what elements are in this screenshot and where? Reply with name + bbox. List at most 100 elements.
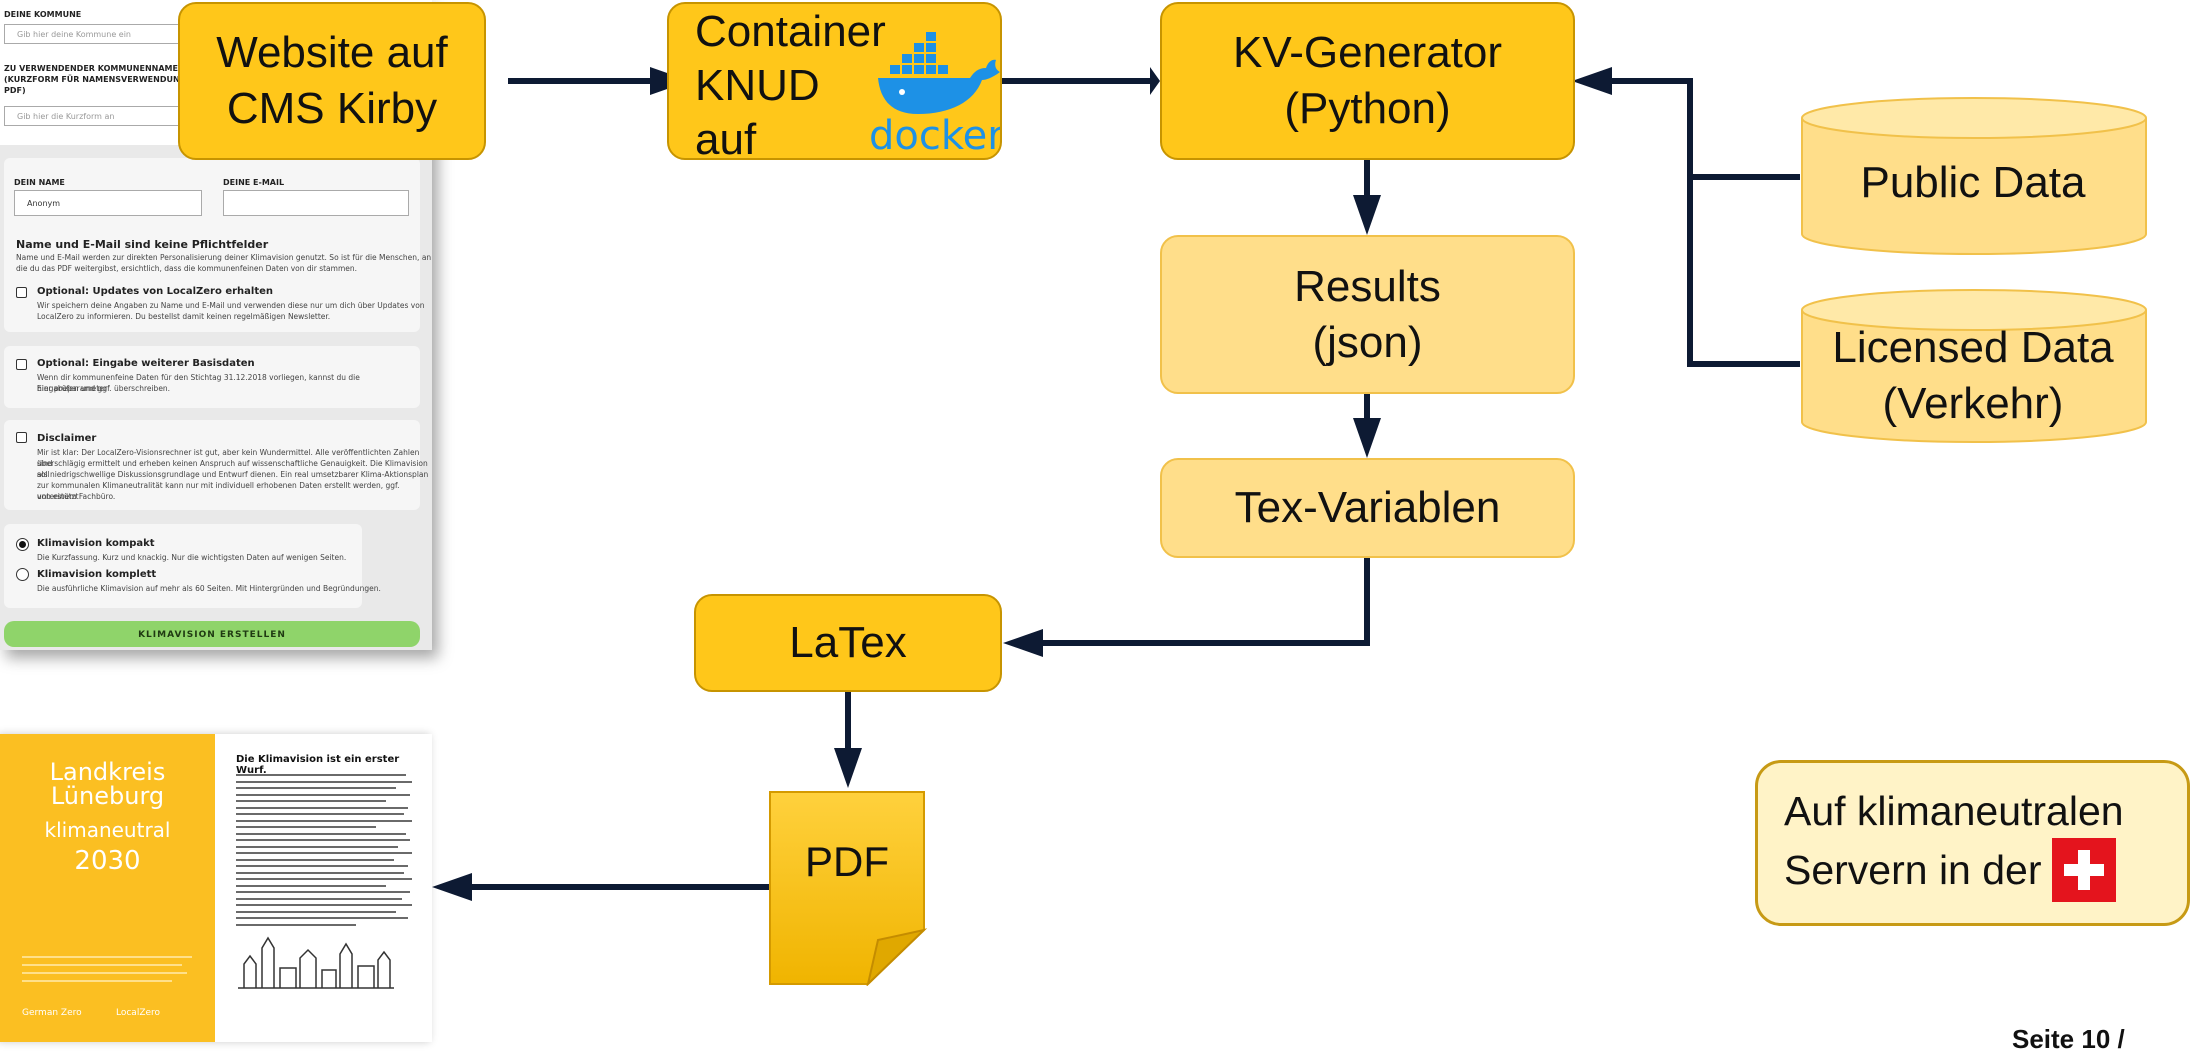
updates-text-1: Wir speichern deine Angaben zu Name und …	[37, 301, 425, 310]
results-line2: (json)	[1312, 317, 1423, 367]
arrowhead-brochure	[432, 873, 472, 901]
kv-line1: KV-Generator	[1232, 28, 1503, 77]
licensed-line2: (Verkehr)	[1882, 379, 2064, 428]
name-label: DEIN NAME	[14, 178, 65, 187]
latex-label: LaTex	[789, 618, 907, 667]
note-line1: Auf klimaneutralen	[1784, 788, 2124, 834]
website-line1: Website auf	[216, 28, 448, 77]
basis-text-2: hier prüfen und ggf. überschreiben.	[37, 384, 171, 393]
results-line1: Results	[1294, 261, 1441, 311]
swiss-server-note: Auf klimaneutralen Servern in der	[1755, 760, 2190, 926]
variant-card	[4, 524, 362, 608]
page-number: Seite 10 /	[2012, 1024, 2125, 1054]
website-line2: CMS Kirby	[226, 84, 438, 133]
public-data-cylinder	[1801, 97, 2147, 255]
brochure-heading: Die Klimavision ist ein erster Wurf.	[236, 754, 400, 776]
disclaimer-text-1: Mir ist klar: Der LocalZero-Visionsrechn…	[37, 448, 420, 468]
kommune-label: DEINE KOMMUNE	[4, 10, 82, 19]
arrowhead-kv-data	[1572, 67, 1612, 95]
localzero-logo: LocalZero	[116, 1008, 161, 1018]
container-line1: Container	[695, 7, 886, 56]
name-input[interactable]: Anonym	[14, 190, 202, 216]
cover-text-line	[22, 972, 187, 974]
brochure-text-line	[236, 878, 412, 880]
brochure-text-line	[236, 813, 404, 815]
brochure-cover: Landkreis Lüneburg klimaneutral 2030 Ger…	[0, 734, 215, 1042]
arrow-public-kv	[1600, 78, 1800, 180]
brochure-text-line	[236, 871, 404, 874]
kv-generator-node: KV-Generator (Python)	[1160, 2, 1575, 160]
brochure-text-line	[236, 819, 412, 822]
brochure-text-line	[236, 806, 408, 809]
brochure-text-line	[236, 852, 412, 854]
email-input[interactable]	[223, 190, 409, 216]
brochure-text-line	[236, 826, 376, 828]
tex-label: Tex-Variablen	[1234, 483, 1501, 532]
brochure-text-line	[236, 917, 408, 919]
brochure-text-line	[236, 858, 394, 861]
container-line3: auf	[695, 115, 757, 160]
pdf-document-icon	[769, 791, 928, 986]
arrowhead-tex	[1353, 418, 1381, 458]
brochure-preview: Landkreis Lüneburg klimaneutral 2030 Ger…	[0, 734, 432, 1042]
cover-text-line	[22, 956, 192, 958]
kurzform-label-2: (KURZFORM FÜR NAMENSVERWENDUNG	[4, 75, 187, 84]
brochure-text-line	[236, 845, 398, 848]
personal-card	[4, 158, 420, 332]
docker-whale-icon	[878, 32, 1000, 114]
brochure-text-line	[236, 800, 386, 802]
licensed-line1: Licensed Data	[1832, 323, 2114, 372]
disclaimer-heading: Disclaimer	[37, 433, 97, 444]
city-skyline-illustration	[238, 936, 394, 989]
disclaimer-text-4: zur kommunalen Klimaneutralität kann nur…	[37, 481, 400, 501]
pdf-label: PDF	[805, 838, 889, 885]
cover-text-line	[22, 964, 182, 966]
kurzform-label-3: PDF)	[4, 86, 26, 95]
brochure-text-line	[236, 884, 386, 887]
basis-text-1: Wenn dir kommunenfeine Daten für den Sti…	[37, 373, 360, 393]
updates-heading: Optional: Updates von LocalZero erhalten	[37, 286, 274, 297]
brochure-text-line	[236, 891, 410, 893]
disclaimer-card	[4, 420, 420, 510]
brochure-text-line	[236, 787, 396, 789]
komplett-radio[interactable]	[16, 568, 29, 581]
disclaimer-text-3: als niedrigschwellige Diskussionsgrundla…	[37, 470, 429, 479]
brochure-text-line	[236, 865, 408, 867]
tex-variablen-node: Tex-Variablen	[1160, 458, 1575, 558]
cover-title-2: Lüneburg	[50, 782, 165, 810]
cover-subtitle: klimaneutral	[44, 818, 171, 842]
brochure-text-line	[236, 832, 406, 835]
brochure-text-line	[236, 897, 402, 900]
basis-checkbox[interactable]	[16, 359, 27, 370]
komplett-text: Die ausführliche Klimavision auf mehr al…	[37, 584, 381, 593]
updates-checkbox[interactable]	[16, 287, 27, 298]
updates-text-2: LocalZero zu informieren. Du bestellst d…	[37, 312, 331, 321]
disclaimer-text-2: überschlägig ermittelt und erheben keine…	[37, 459, 428, 479]
kompakt-heading: Klimavision kompakt	[37, 538, 155, 549]
kompakt-radio[interactable]	[16, 538, 29, 551]
note-line2: Servern in der	[1784, 847, 2042, 893]
docker-label: docker	[869, 113, 1002, 159]
website-node: Website auf CMS Kirby	[178, 2, 486, 160]
create-klimavision-button[interactable]: KLIMAVISION ERSTELLEN	[4, 621, 420, 647]
disclaimer-checkbox[interactable]	[16, 432, 27, 443]
basis-card	[4, 346, 420, 408]
brochure-text-line	[236, 780, 412, 783]
licensed-data-label: Licensed Data (Verkehr)	[1800, 320, 2146, 432]
optional-heading: Name und E-Mail sind keine Pflichtfelder	[16, 238, 269, 251]
kurzform-label-1: ZU VERWENDENDER KOMMUNENNAME	[4, 64, 178, 73]
results-node: Results (json)	[1160, 235, 1575, 394]
public-data-label: Public Data	[1860, 158, 2086, 207]
arrowhead-pdf	[834, 748, 862, 788]
kompakt-text: Die Kurzfassung. Kurz und knackig. Nur d…	[37, 553, 347, 562]
arrowhead-results	[1353, 195, 1381, 235]
cover-title-1: Landkreis	[49, 758, 166, 786]
germanzero-logo: German Zero	[22, 1008, 82, 1018]
brochure-text-line	[236, 910, 396, 913]
arrowhead-kv	[1150, 67, 1160, 95]
latex-node: LaTex	[694, 594, 1002, 692]
cover-year: 2030	[74, 846, 141, 876]
brochure-text-line	[236, 793, 410, 796]
komplett-heading: Klimavision komplett	[37, 569, 157, 580]
